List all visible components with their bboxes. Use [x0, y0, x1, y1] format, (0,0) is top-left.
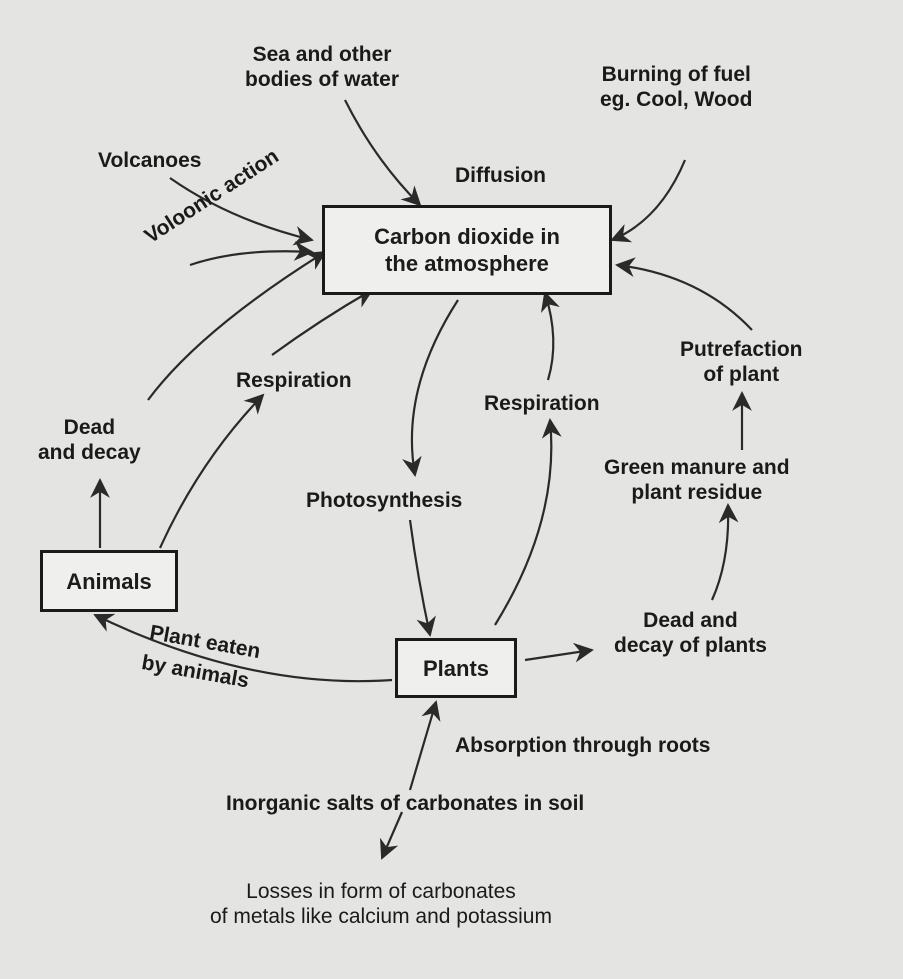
- photosynthesis-label: Photosynthesis: [306, 489, 463, 512]
- arrow-burning-to-co2: [610, 159, 687, 243]
- plants-label: Plants: [422, 655, 490, 681]
- arrow-photosynthesis-to-plants: [408, 519, 436, 637]
- co2-line-1: Carbon dioxide in: [374, 224, 560, 249]
- animals-node: Animals: [40, 550, 178, 612]
- arrow-animals-respiration-to-co2: [271, 289, 374, 356]
- arrow-decay-to-co2: [147, 250, 327, 401]
- co2-node: Carbon dioxide in the atmosphere: [322, 205, 612, 295]
- arrow-animals-to-respiration: [158, 393, 265, 549]
- absorption-label: Absorption through roots: [455, 734, 711, 757]
- arrow-respiration-to-co2: [540, 291, 560, 381]
- arrow-soil-to-losses: [380, 811, 404, 860]
- plants-node: Plants: [395, 638, 517, 698]
- arrow-dead-plants-to-manure: [710, 503, 739, 601]
- respiration-right-label: Respiration: [484, 392, 600, 415]
- arrow-plants-respiration-up: [494, 418, 562, 626]
- arrow-co2-to-plants-photosynthesis: [402, 299, 459, 477]
- arrow-putrefaction-to-co2: [615, 257, 753, 331]
- volcanoes-label: Volcanoes: [98, 149, 202, 172]
- arrow-plants-to-dead-plants: [524, 642, 594, 663]
- arrow-volcanoes-to-co2: [169, 177, 314, 246]
- arrow-soil-to-plants: [408, 700, 441, 791]
- animals-label: Animals: [66, 568, 152, 594]
- respiration-left-label: Respiration: [236, 369, 352, 392]
- co2-line-2: the atmosphere: [385, 251, 549, 276]
- arrow-plants-to-animals: [93, 613, 393, 683]
- diffusion-label: Diffusion: [455, 164, 546, 187]
- arrow-volcanic-action-to-co2: [189, 241, 314, 267]
- arrow-sea-to-co2: [344, 99, 422, 207]
- inorganic-salts-label: Inorganic salts of carbonates in soil: [226, 792, 585, 815]
